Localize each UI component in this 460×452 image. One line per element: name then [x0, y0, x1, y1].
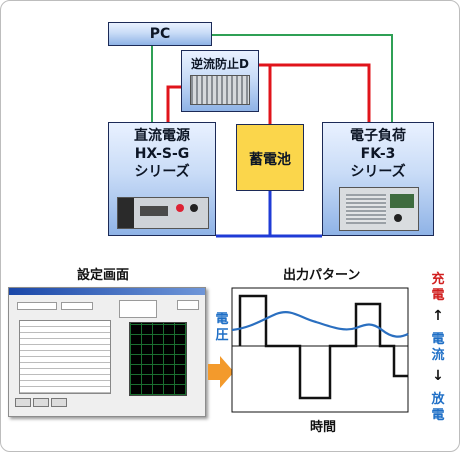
pattern-plot-area	[231, 287, 409, 413]
discharge-arrow-icon: ↓	[432, 368, 444, 384]
current-label: 電 流	[431, 332, 445, 363]
diode-block: 逆流防止D	[181, 50, 259, 112]
load-series: シリーズ	[350, 164, 406, 180]
diode-device-image	[190, 75, 250, 105]
red-line-dc-to-diode	[166, 85, 181, 122]
pc-block: PC	[108, 22, 212, 46]
window-button	[51, 398, 67, 407]
orange-arrow-icon	[208, 356, 234, 388]
window-field	[17, 302, 57, 310]
window-field	[119, 300, 157, 318]
dc-power-name: 直流電源	[134, 128, 190, 144]
diode-label: 逆流防止D	[191, 57, 249, 71]
window-titlebar	[9, 288, 205, 295]
discharge-label: 放 電	[431, 392, 445, 423]
load-device-image	[339, 187, 419, 231]
load-name: 電子負荷	[350, 128, 406, 144]
red-line-diode-to-load	[259, 63, 371, 122]
voltage-pattern-line	[231, 311, 409, 338]
load-block: 電子負荷 FK-3 シリーズ	[322, 122, 434, 236]
time-label: 時間	[310, 420, 337, 435]
battery-label: 蓄電池	[249, 152, 291, 168]
window-step-table	[19, 320, 111, 394]
window-graph	[129, 322, 187, 396]
battery-block: 蓄電池	[236, 124, 304, 191]
pc-label: PC	[149, 26, 171, 42]
window-button	[15, 398, 31, 407]
dc-power-model: HX-S-G	[134, 146, 190, 162]
pc-link-load	[212, 34, 393, 122]
dc-power-device-image	[117, 197, 209, 229]
dc-power-block: 直流電源 HX-S-G シリーズ	[108, 122, 216, 236]
window-field	[61, 302, 93, 310]
output-pattern-label: 出力パターン	[283, 268, 361, 283]
charge-arrow-icon: ↑	[432, 308, 444, 324]
window-field	[177, 300, 199, 310]
charge-label: 充 電	[431, 272, 445, 303]
voltage-label: 電 圧	[215, 312, 229, 343]
settings-screen-image	[8, 287, 206, 417]
current-pattern-line	[238, 294, 408, 400]
settings-screen-label: 設定画面	[77, 268, 130, 283]
window-button	[33, 398, 49, 407]
load-model: FK-3	[360, 146, 396, 162]
dc-power-series: シリーズ	[134, 164, 190, 180]
